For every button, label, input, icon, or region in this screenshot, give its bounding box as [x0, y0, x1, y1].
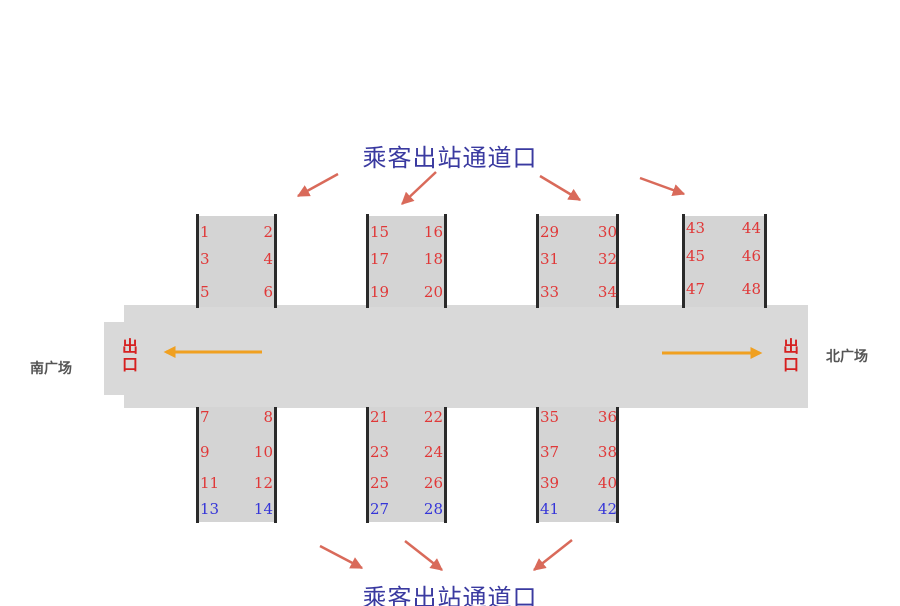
- platform-number: 15: [370, 223, 390, 241]
- east-exit-label: 出口: [782, 337, 799, 374]
- platform-number: 48: [741, 280, 761, 298]
- rail: [196, 407, 199, 523]
- platform-number: 18: [423, 250, 443, 268]
- platform-number: 35: [540, 408, 560, 426]
- passage-arrow: [639, 176, 686, 197]
- rail: [444, 214, 447, 308]
- south-plaza-label: 南广场: [30, 361, 72, 377]
- platform-number: 20: [423, 283, 443, 301]
- platform-number: 42: [597, 500, 617, 518]
- platform-number: 41: [540, 500, 560, 518]
- top-passage-banner: 乘客出站通道口: [362, 144, 538, 172]
- passage-arrow: [539, 174, 582, 202]
- platform-number: 43: [686, 219, 706, 237]
- platform-2-north: [368, 216, 446, 307]
- platform-3-south: [538, 407, 618, 522]
- passage-arrow: [319, 544, 364, 570]
- platform-number: 45: [686, 247, 706, 265]
- platform-number: 25: [370, 474, 390, 492]
- platform-number: 6: [263, 283, 273, 301]
- platform-number: 27: [370, 500, 390, 518]
- platform-number: 12: [253, 474, 273, 492]
- platform-number: 8: [263, 408, 273, 426]
- platform-number: 29: [540, 223, 560, 241]
- platform-number: 38: [597, 443, 617, 461]
- rail: [682, 214, 685, 308]
- platform-number: 16: [423, 223, 443, 241]
- platform-number: 5: [200, 283, 210, 301]
- platform-number: 14: [253, 500, 273, 518]
- rail: [444, 407, 447, 523]
- platform-2-south: [368, 407, 446, 522]
- platform-number: 17: [370, 250, 390, 268]
- corridor-west-end: [104, 322, 128, 395]
- platform-1-north: [198, 216, 276, 307]
- platform-number: 32: [597, 250, 617, 268]
- rail: [764, 214, 767, 308]
- platform-number: 2: [263, 223, 273, 241]
- rail: [274, 407, 277, 523]
- platform-number: 47: [686, 280, 706, 298]
- platform-number: 9: [200, 443, 210, 461]
- platform-number: 23: [370, 443, 390, 461]
- rail: [536, 214, 539, 308]
- platform-number: 31: [540, 250, 560, 268]
- platform-number: 7: [200, 408, 210, 426]
- platform-number: 26: [423, 474, 443, 492]
- platform-number: 21: [370, 408, 390, 426]
- platform-number: 4: [263, 250, 273, 268]
- platform-number: 46: [741, 247, 761, 265]
- platform-3-north: [538, 216, 618, 307]
- rail: [196, 214, 199, 308]
- platform-number: 1: [200, 223, 210, 241]
- platform-number: 39: [540, 474, 560, 492]
- main-corridor: [124, 305, 808, 408]
- platform-number: 37: [540, 443, 560, 461]
- rail: [366, 214, 369, 308]
- platform-1-south: [198, 407, 276, 522]
- passage-arrow: [404, 540, 443, 571]
- platform-number: 3: [200, 250, 210, 268]
- rail: [616, 214, 619, 308]
- north-plaza-label: 北广场: [826, 349, 868, 365]
- passage-arrow: [401, 171, 437, 205]
- platform-number: 22: [423, 408, 443, 426]
- passage-arrow: [533, 539, 573, 571]
- platform-number: 24: [423, 443, 443, 461]
- platform-number: 19: [370, 283, 390, 301]
- platform-number: 33: [540, 283, 560, 301]
- platform-4-north: [684, 216, 766, 307]
- platform-number: 34: [597, 283, 617, 301]
- platform-number: 28: [423, 500, 443, 518]
- rail: [274, 214, 277, 308]
- bottom-passage-banner: 乘客出站通道口: [362, 584, 538, 606]
- rail: [616, 407, 619, 523]
- passage-arrow: [296, 172, 339, 198]
- platform-number: 13: [200, 500, 220, 518]
- platform-number: 30: [597, 223, 617, 241]
- rail: [366, 407, 369, 523]
- rail: [536, 407, 539, 523]
- platform-number: 10: [253, 443, 273, 461]
- west-exit-label: 出口: [121, 337, 138, 374]
- platform-number: 40: [597, 474, 617, 492]
- platform-number: 11: [200, 474, 220, 492]
- platform-number: 44: [741, 219, 761, 237]
- platform-number: 36: [597, 408, 617, 426]
